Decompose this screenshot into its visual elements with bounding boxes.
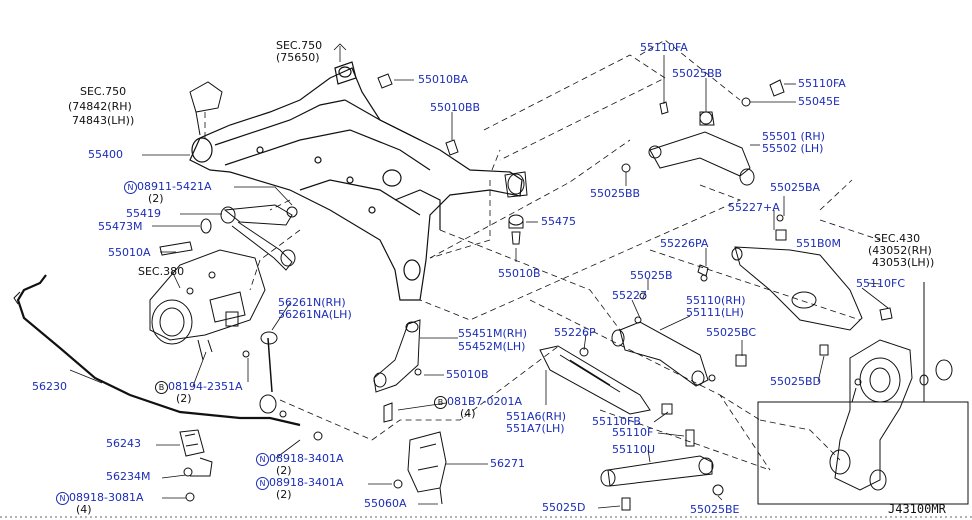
- part-55060a[interactable]: 55060A: [364, 497, 407, 510]
- part-55451m[interactable]: 55451M(RH): [458, 327, 527, 340]
- n-mark-08918-c: N: [256, 477, 269, 490]
- part-08918-3401a-b-qty: (2): [276, 464, 292, 477]
- part-08918-3401a-c[interactable]: 08918-3401A: [269, 476, 344, 489]
- sec430-line2: 43053(LH)): [872, 256, 935, 269]
- diagram-reference-code: J43100MR: [888, 502, 946, 516]
- part-55025be[interactable]: 55025BE: [690, 503, 740, 516]
- part-56261na[interactable]: 56261NA(LH): [278, 308, 352, 321]
- knuckle: [829, 339, 953, 491]
- rear-subframe: [189, 61, 523, 301]
- part-08194-2351a[interactable]: 08194-2351A: [168, 380, 243, 393]
- part-081b7-qty: (4): [460, 407, 476, 420]
- knuckle-callout-box: [757, 401, 969, 505]
- part-551b0m[interactable]: 551B0M: [796, 237, 842, 250]
- part-56243[interactable]: 56243: [106, 437, 141, 450]
- part-08911-qty: (2): [148, 192, 164, 205]
- sec750-left-line1: (74842(RH): [68, 100, 132, 113]
- part-55110fa-right[interactable]: 55110FA: [798, 77, 846, 90]
- part-56271[interactable]: 56271: [490, 457, 525, 470]
- part-55025ba[interactable]: 55025BA: [770, 181, 821, 194]
- part-55025d[interactable]: 55025D: [542, 501, 586, 514]
- part-55110-rh[interactable]: 55110(RH): [686, 294, 746, 307]
- part-55025bb-top[interactable]: 55025BB: [672, 67, 723, 80]
- part-55110fc[interactable]: 55110FC: [856, 277, 906, 290]
- part-55111-lh[interactable]: 55111(LH): [686, 306, 744, 319]
- part-55110f[interactable]: 55110F: [612, 426, 654, 439]
- part-56230[interactable]: 56230: [32, 380, 67, 393]
- part-55452m[interactable]: 55452M(LH): [458, 340, 526, 353]
- part-08918-3401a-c-qty: (2): [276, 488, 292, 501]
- part-55227-plus-a[interactable]: 55227+A: [728, 201, 780, 214]
- part-081b7-0201a[interactable]: 081B7-0201A: [447, 395, 523, 408]
- part-551a7[interactable]: 551A7(LH): [506, 422, 565, 435]
- part-55226p[interactable]: 55226P: [554, 326, 596, 339]
- part-551a6[interactable]: 551A6(RH): [506, 410, 567, 423]
- part-55010ba[interactable]: 55010BA: [418, 73, 469, 86]
- stabilizer-bar: [16, 274, 301, 427]
- part-55025bd[interactable]: 55025BD: [770, 375, 822, 388]
- toe-link: [539, 345, 651, 415]
- part-55227[interactable]: 55227: [612, 289, 647, 302]
- part-08918-3081a-qty: (4): [76, 503, 92, 516]
- b-mark-08194: B: [155, 381, 168, 394]
- n-mark-08918-b: N: [256, 453, 269, 466]
- b-mark-081b7: B: [434, 396, 447, 409]
- part-55110u[interactable]: 55110U: [612, 443, 656, 456]
- n-mark-08911: N: [124, 181, 137, 194]
- part-55502[interactable]: 55502 (LH): [762, 142, 824, 155]
- sec750-top-sub: (75650): [276, 51, 320, 64]
- sec430-code: SEC.430: [874, 232, 921, 245]
- part-55010b-lower[interactable]: 55010B: [446, 368, 489, 381]
- part-55025bb-mid[interactable]: 55025BB: [590, 187, 641, 200]
- part-08911-5421a[interactable]: 08911-5421A: [137, 180, 212, 193]
- part-55045e[interactable]: 55045E: [798, 95, 840, 108]
- sec430-line1: (43052(RH): [868, 244, 932, 257]
- sec380-code: SEC.380: [138, 265, 185, 278]
- part-55025b[interactable]: 55025B: [630, 269, 673, 282]
- sec750-left-line2: 74843(LH)): [72, 114, 135, 127]
- part-55010a[interactable]: 55010A: [108, 246, 151, 259]
- part-55010bb[interactable]: 55010BB: [430, 101, 481, 114]
- part-55110fb[interactable]: 55110FB: [592, 415, 641, 428]
- part-55226pa[interactable]: 55226PA: [660, 237, 709, 250]
- part-55025bc[interactable]: 55025BC: [706, 326, 757, 339]
- part-55419[interactable]: 55419: [126, 207, 161, 220]
- part-56234m[interactable]: 56234M: [106, 470, 151, 483]
- part-55501[interactable]: 55501 (RH): [762, 130, 825, 143]
- part-55110fa-top[interactable]: 55110FA: [640, 41, 688, 54]
- part-08918-3401a-b[interactable]: 08918-3401A: [269, 452, 344, 465]
- part-55400[interactable]: 55400: [88, 148, 123, 161]
- sec750-left-code: SEC.750: [80, 85, 127, 98]
- n-mark-08918-a: N: [56, 492, 69, 505]
- part-56261n[interactable]: 56261N(RH): [278, 296, 346, 309]
- part-55473m[interactable]: 55473M: [98, 220, 143, 233]
- sec750-top-code: SEC.750: [276, 39, 323, 52]
- part-08194-qty: (2): [176, 392, 192, 405]
- part-55010b-upper[interactable]: 55010B: [498, 267, 541, 280]
- differential: [149, 249, 266, 361]
- part-08918-3081a[interactable]: 08918-3081A: [69, 491, 144, 504]
- part-55475[interactable]: 55475: [541, 215, 576, 228]
